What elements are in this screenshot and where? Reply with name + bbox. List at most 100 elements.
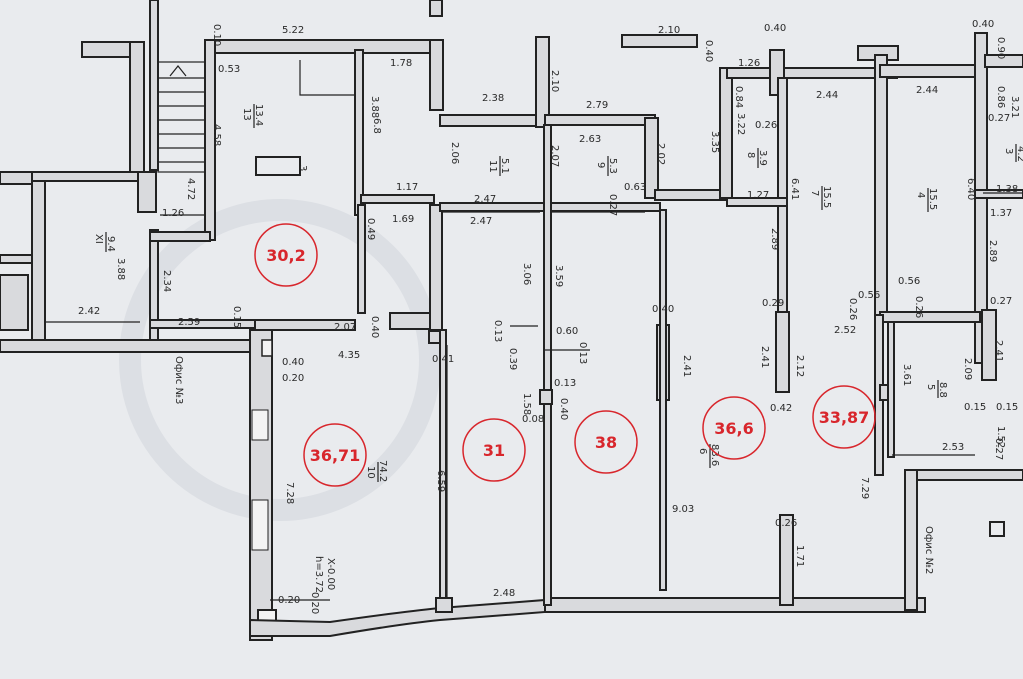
room-height: h=3.72 — [313, 556, 324, 593]
dim: 0.56 — [858, 290, 880, 301]
area-annotation: 36,6 — [702, 396, 766, 460]
room-number: XI — [93, 234, 104, 244]
room-area: 15.5 — [927, 188, 938, 210]
dim: 0.63 — [624, 182, 646, 193]
room-area: 74.2 — [377, 460, 388, 482]
area-annotations: 30,2 36,71 31 38 36,6 33,87 — [254, 223, 876, 487]
dim: 0.26 — [847, 298, 858, 320]
dim: 7.28 — [284, 482, 295, 504]
dim: 0.40 — [558, 398, 569, 420]
dim: 1.17 — [396, 182, 418, 193]
dim: 1.38 — [996, 184, 1018, 195]
stairs — [157, 61, 207, 173]
dim: 2.44 — [816, 90, 838, 101]
dim: 2.89 — [769, 228, 780, 250]
dim: 2.44 — [916, 85, 938, 96]
dimension-lines — [45, 192, 1023, 601]
dim: 2.59 — [178, 317, 200, 328]
dim: 0.15 — [996, 402, 1018, 413]
room-mark: X-0.00 — [325, 558, 336, 590]
room-number: 3 — [1003, 148, 1014, 154]
room-area: 5.1 — [499, 158, 510, 174]
room-area: 5.3 — [607, 158, 618, 174]
area-annotation: 31 — [462, 418, 526, 482]
dim: 2.34 — [161, 270, 172, 292]
room-number: 6 — [697, 448, 708, 454]
room-number: 8 — [745, 152, 756, 158]
dim: 2.02 — [655, 143, 666, 165]
room-number: 11 — [487, 160, 498, 173]
area-annotation: 33,87 — [812, 385, 876, 449]
dim: 2.63 — [579, 134, 601, 145]
dim: 2.48 — [493, 588, 515, 599]
dim: 0.39 — [507, 348, 518, 370]
dim: 9.03 — [672, 504, 694, 515]
dim: 0.40 — [282, 357, 304, 368]
dim: 0.41 — [432, 354, 454, 365]
dim: 0.26 — [913, 296, 924, 318]
dim: 0.13 — [577, 342, 588, 364]
room-area: 13.4 — [253, 104, 264, 126]
dim: 5.22 — [282, 25, 304, 36]
area-value: 36,6 — [714, 419, 753, 438]
dim: 1.37 — [990, 208, 1012, 219]
room-number: 4 — [915, 192, 926, 198]
dim: 6.41 — [789, 178, 800, 200]
dim: 0.13 — [492, 320, 503, 342]
dim: 0.27 — [990, 296, 1012, 307]
dim: 1.71 — [794, 545, 805, 567]
dim: 1.78 — [390, 58, 412, 69]
dim: 0.40 — [703, 40, 714, 62]
dim: 2.07 — [549, 145, 560, 167]
watermark — [119, 199, 441, 521]
dim: 3.21 — [1009, 96, 1020, 118]
dim: 0.26 — [755, 120, 777, 131]
dim: 1.27 — [747, 190, 769, 201]
dim: 4.35 — [338, 350, 360, 361]
room-number: 10 — [365, 466, 376, 479]
area-value: 30,2 — [266, 246, 305, 265]
dim: 2.38 — [482, 93, 504, 104]
dim: 2.52 — [834, 325, 856, 336]
dim: 0.20 — [282, 373, 304, 384]
dim: 2.06 — [449, 142, 460, 164]
dim: 1.26 — [738, 58, 760, 69]
dim: 7.29 — [859, 477, 870, 499]
area-annotation: 30,2 — [254, 223, 318, 287]
dim: 0.13 — [554, 378, 576, 389]
room-number: 3 — [297, 165, 308, 171]
dim: 0.10 — [211, 24, 222, 46]
dim: 3.88 — [369, 96, 380, 118]
room-number: 7 — [809, 190, 820, 196]
room-number: 9 — [595, 162, 606, 168]
area-annotation: 38 — [574, 410, 638, 474]
dim: 3.06 — [521, 263, 532, 285]
dim: 2.89 — [987, 240, 998, 262]
room-number: 6.8 — [371, 118, 382, 134]
dim: 0.27 — [988, 113, 1010, 124]
dim: 0.20 — [278, 595, 300, 606]
office-3-label: Офис №3 — [173, 356, 184, 404]
dim: 0.20 — [309, 592, 320, 614]
office-labels: Офис №3 Офис №2 — [173, 356, 934, 574]
dim: 0.15 — [964, 402, 986, 413]
dim: 3.61 — [901, 364, 912, 386]
dim: 0.29 — [762, 298, 784, 309]
room-area: 8.8 — [937, 382, 948, 398]
dim: 1.69 — [392, 214, 414, 225]
dim: 0.08 — [522, 414, 544, 425]
dim: 0.49 — [365, 218, 376, 240]
dim: 0.15 — [231, 306, 242, 328]
dim: 0.40 — [764, 23, 786, 34]
room-area: 83.6 — [709, 444, 720, 466]
dim: 2.47 — [474, 194, 496, 205]
dim: 0.86 — [995, 86, 1006, 108]
dim: 0.60 — [556, 326, 578, 337]
area-value: 31 — [483, 441, 505, 460]
dim: 0.27 — [993, 438, 1004, 460]
office-2-label: Офис №2 — [923, 526, 934, 574]
room-number: 5 — [925, 384, 936, 390]
dim: 1.26 — [162, 208, 184, 219]
dim: 3.59 — [553, 265, 564, 287]
